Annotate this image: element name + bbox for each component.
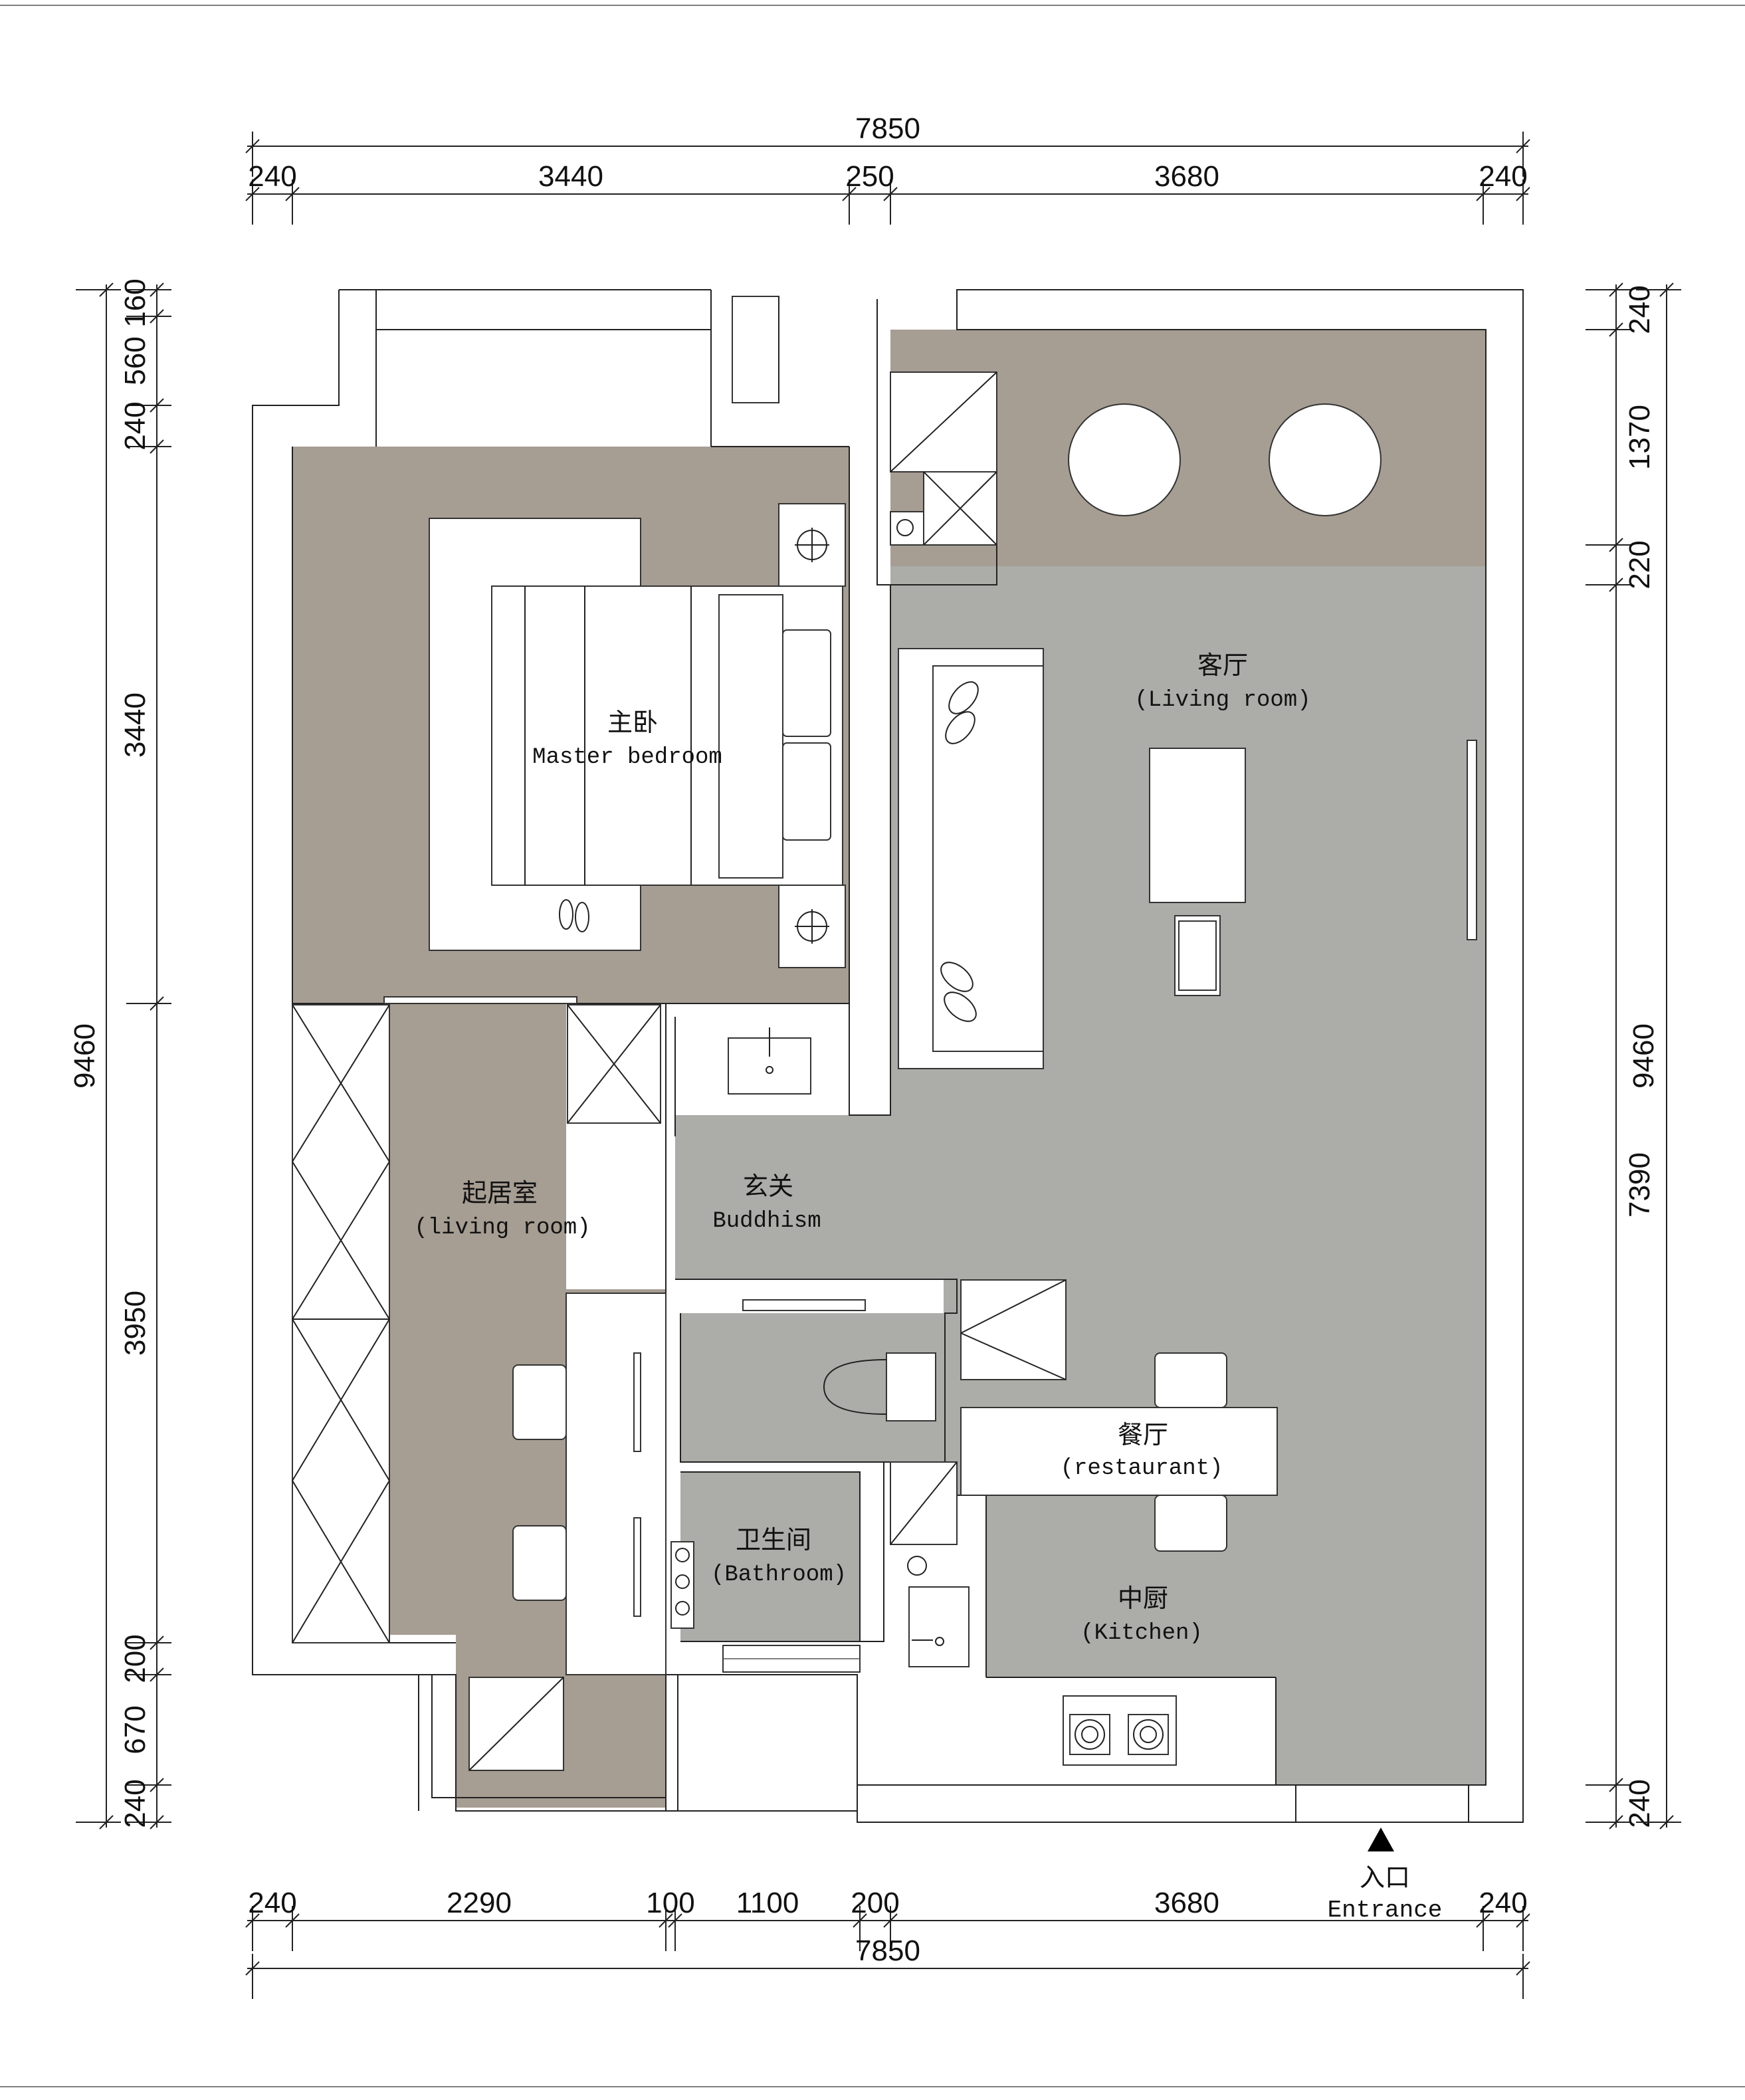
dim-left-total-label: 9460 [68, 1023, 101, 1089]
dim-right-segment-label: 220 [1623, 540, 1656, 589]
label-kitchen-cn: 中厨 [1118, 1584, 1168, 1613]
round-table [1068, 403, 1181, 516]
label-sitting-room-cn: 起居室 [462, 1178, 538, 1208]
dim-top-segment-label: 240 [1479, 160, 1527, 193]
furniture [291, 371, 1477, 1771]
chair [512, 1364, 567, 1440]
dim-left-segment-label: 560 [119, 336, 152, 385]
bed-headboard [718, 594, 783, 879]
pillow [782, 742, 831, 841]
walls [252, 289, 1524, 1823]
entrance-arrow-icon [1368, 1828, 1394, 1851]
entrance-label-en: Entrance [1328, 1897, 1443, 1924]
kitchen-sink [908, 1586, 970, 1667]
dim-top-segment-label: 250 [845, 160, 894, 193]
dim-top-segment-label: 3440 [538, 160, 603, 193]
dining-table [960, 1407, 1278, 1496]
dining-chair [1154, 1352, 1227, 1408]
dim-top-segment-label: 240 [248, 160, 296, 193]
chair [512, 1525, 567, 1601]
label-kitchen-en: (Kitchen) [1080, 1621, 1203, 1646]
dim-right-total-label: 9460 [1627, 1023, 1660, 1089]
dim-top-segment-label: 3680 [1154, 160, 1219, 193]
dim-bottom-segment-label: 240 [248, 1887, 296, 1919]
entrance-marker: 入口 Entrance [1328, 1828, 1443, 1924]
label-bathroom-cn: 卫生间 [736, 1525, 811, 1554]
sliding-door [1467, 740, 1477, 940]
label-restaurant-cn: 餐厅 [1118, 1420, 1168, 1449]
label-foyer-en: Buddhism [712, 1209, 821, 1234]
dim-left-segment-label: 160 [119, 278, 152, 327]
nightstand [778, 503, 846, 587]
dim-left-segment-label: 670 [119, 1705, 152, 1754]
dim-bottom-segment-label: 200 [851, 1887, 899, 1919]
dim-left-segment-label: 240 [119, 1779, 152, 1828]
label-bathroom-en: (Bathroom) [711, 1562, 847, 1588]
dim-bottom-segment-label: 240 [1479, 1887, 1527, 1919]
dim-bottom-segment-label: 3680 [1154, 1887, 1219, 1919]
nightstand [778, 885, 846, 968]
wardrobe [292, 1004, 390, 1643]
dim-bottom-segment-label: 1100 [736, 1887, 799, 1919]
dining-chair [1154, 1495, 1227, 1552]
stove [1063, 1695, 1177, 1766]
dim-bottom-segment-label: 100 [646, 1887, 694, 1919]
toilet [886, 1352, 936, 1421]
label-living-room-cn: 客厅 [1197, 651, 1248, 680]
dim-right-segment-label: 1370 [1623, 405, 1656, 470]
dim-right-segment-label: 240 [1623, 285, 1656, 334]
dim-top-total-label: 7850 [855, 112, 920, 145]
dim-bottom-segment-label: 2290 [447, 1887, 512, 1919]
desk [565, 1293, 667, 1675]
label-sitting-room-en: (living room) [414, 1215, 590, 1241]
label-living-room-en: (Living room) [1134, 688, 1310, 713]
dim-right-segment-label: 7390 [1623, 1152, 1656, 1217]
label-restaurant-en: (restaurant) [1061, 1456, 1223, 1481]
floor-living-main [675, 566, 1486, 1785]
dim-left-segment-label: 240 [119, 401, 152, 450]
entrance-label-cn: 入口 [1360, 1863, 1410, 1892]
dim-left-segment-label: 3440 [119, 692, 152, 758]
round-table [1269, 403, 1382, 516]
dim-bottom-total-label: 7850 [855, 1935, 920, 1967]
label-master-bedroom-en: Master bedroom [532, 745, 722, 770]
dim-right-segment-label: 240 [1623, 1779, 1656, 1828]
coffee-table [1149, 748, 1246, 903]
dim-left-segment-label: 3950 [119, 1291, 152, 1356]
floor-bathroom [680, 1472, 860, 1641]
room-labels: 主卧 Master bedroom 客厅 (Living room) 起居室 (… [414, 651, 1310, 1646]
pillow [782, 629, 831, 737]
label-foyer-cn: 玄关 [743, 1172, 793, 1201]
dimension-lines: 7850 240 3440 250 3680 240 240 2290 100 1100 200 36… [68, 112, 1681, 1999]
label-master-bedroom-cn: 主卧 [607, 708, 658, 737]
dim-left-segment-label: 200 [119, 1634, 152, 1683]
